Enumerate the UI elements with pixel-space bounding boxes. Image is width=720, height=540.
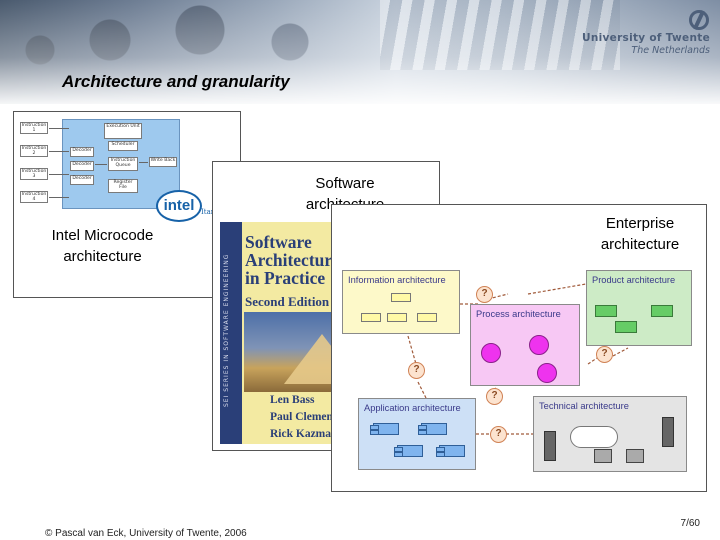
process-node [537, 363, 557, 383]
diagram-box: Scheduler [108, 141, 138, 151]
uml-class [387, 313, 407, 322]
process-node [529, 335, 549, 355]
diagram-box: Decoder [70, 175, 94, 185]
diagram-box: Execution Unit [104, 123, 142, 139]
connector-line [139, 162, 148, 163]
banner-fade [0, 0, 720, 104]
diagram-box: Write Back [149, 157, 177, 167]
diagram-input: Instruction 4 [20, 191, 48, 203]
uml-class [391, 293, 411, 302]
application-architecture-label: Application architecture [364, 403, 461, 413]
connector-line [49, 128, 69, 129]
diagram-box: Register File [108, 179, 138, 193]
server-icon [662, 417, 674, 447]
intel-logo: intel [156, 190, 202, 222]
university-country: The Netherlands [631, 45, 710, 56]
computer-icon [626, 449, 644, 463]
product-block [595, 305, 617, 317]
book-authors: Len Bass Paul Clements Rick Kazman [270, 392, 341, 443]
diagram-input: Instruction 1 [20, 122, 48, 134]
author: Len Bass [270, 394, 315, 406]
question-icon: ? [596, 346, 613, 363]
uml-component [436, 445, 465, 457]
network-cloud-icon [570, 426, 618, 448]
connector-line [95, 164, 107, 165]
information-architecture-label: Information architecture [348, 275, 446, 285]
connector-line [49, 151, 69, 152]
university-name: University of Twente [582, 32, 710, 44]
intel-block-diagram: Instruction 1 Instruction 2 Instruction … [18, 117, 181, 213]
product-architecture-box: Product architecture [586, 270, 692, 346]
book-spine [220, 222, 242, 444]
uml-component [370, 423, 399, 435]
question-icon: ? [408, 362, 425, 379]
diagram-input: Instruction 2 [20, 145, 48, 157]
product-block [615, 321, 637, 333]
copyright-footer: © Pascal van Eck, University of Twente, … [45, 528, 247, 539]
header-banner [0, 0, 720, 104]
question-icon: ? [490, 426, 507, 443]
connector-line [49, 174, 69, 175]
process-architecture-box: Process architecture [470, 304, 580, 386]
diagram-box: Decoder [70, 161, 94, 171]
uml-class [417, 313, 437, 322]
application-architecture-box: Application architecture [358, 398, 476, 470]
university-logo-icon [689, 10, 709, 30]
page-number: 7/60 [680, 518, 700, 529]
connector-line [49, 197, 69, 198]
process-node [481, 343, 501, 363]
information-architecture-box: Information architecture [342, 270, 460, 334]
diagram-box: Instruction Queue [108, 157, 138, 171]
enterprise-caption: Enterprise architecture [600, 215, 680, 253]
slide-title: Architecture and granularity [62, 72, 290, 91]
diagram-box: Decoder [70, 147, 94, 157]
server-icon [544, 431, 556, 461]
computer-icon [594, 449, 612, 463]
book-title: Software Architecture in Practice [245, 232, 340, 288]
process-architecture-label: Process architecture [476, 309, 561, 319]
question-icon: ? [486, 388, 503, 405]
diagram-input: Instruction 3 [20, 168, 48, 180]
question-icon: ? [476, 286, 493, 303]
product-architecture-label: Product architecture [592, 275, 676, 285]
uml-class [361, 313, 381, 322]
book-series: SEI SERIES IN SOFTWARE ENGINEERING [223, 253, 230, 407]
enterprise-diagram: Information architecture Product archite… [338, 264, 694, 472]
technical-architecture-label: Technical architecture [539, 401, 629, 411]
uml-component [418, 423, 447, 435]
uml-component [394, 445, 423, 457]
intel-caption: Intel Microcode architecture [51, 227, 154, 265]
author: Rick Kazman [270, 428, 338, 440]
book-edition: Second Edition [245, 294, 330, 309]
product-block [651, 305, 673, 317]
author: Paul Clements [270, 411, 342, 423]
